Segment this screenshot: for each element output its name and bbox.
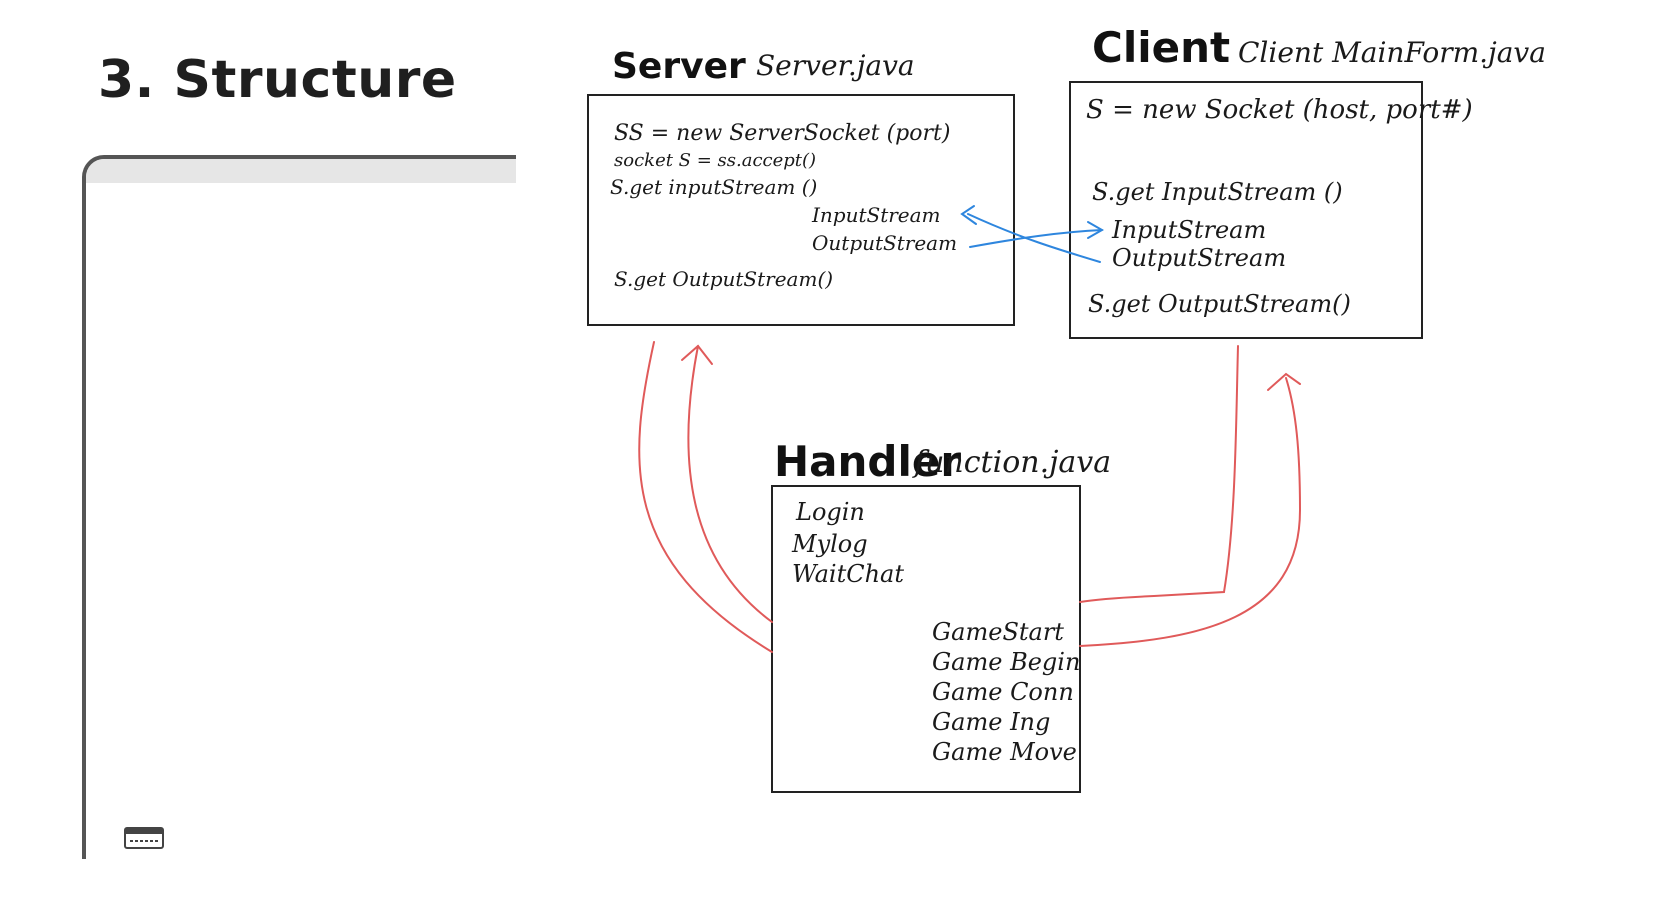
arrow-handler-to-server xyxy=(687,345,773,623)
arrow-handler-to-client xyxy=(1079,377,1302,647)
keyboard-icon[interactable] xyxy=(124,827,164,851)
stream-arrows xyxy=(960,205,1105,263)
client-line: S.get InputStream () xyxy=(1092,178,1343,206)
handler-item: Game Ing xyxy=(932,708,1050,736)
handler-title: Handler xyxy=(774,437,961,486)
server-line: S.get OutputStream() xyxy=(614,267,833,291)
flow-arrows xyxy=(638,341,1302,653)
handler-item: Mylog xyxy=(791,530,868,558)
client-box xyxy=(1069,81,1423,339)
arrowhead-server-input xyxy=(960,205,977,225)
server-file: Server.java xyxy=(756,49,915,82)
arrow-client-to-handler xyxy=(1079,345,1239,603)
window-header xyxy=(86,159,516,183)
handler-file: function.java xyxy=(912,445,1111,480)
handler-item: Game Begin xyxy=(932,648,1080,676)
arrowhead-to-server xyxy=(681,344,713,365)
client-line: OutputStream xyxy=(1112,244,1286,272)
arrowhead-client-input xyxy=(1087,221,1105,239)
arrowhead-to-client xyxy=(1267,372,1301,391)
page-title: 3. Structure xyxy=(98,50,457,110)
embedded-window-frame xyxy=(82,155,516,859)
server-line: OutputStream xyxy=(812,231,957,255)
handler-item: WaitChat xyxy=(792,560,904,588)
handler-item: Game Conn xyxy=(932,678,1074,706)
client-title: Client xyxy=(1092,23,1230,72)
arrow-client-output-to-server-input xyxy=(967,213,1101,263)
handler-item: Login xyxy=(795,498,865,526)
server-line: socket S = ss.accept() xyxy=(614,150,816,171)
handler-item: GameStart xyxy=(932,618,1064,646)
client-file: Client MainForm.java xyxy=(1238,36,1546,69)
client-line: S.get OutputStream() xyxy=(1088,290,1351,318)
server-line: S.get inputStream () xyxy=(610,175,817,199)
server-line: InputStream xyxy=(811,203,941,227)
client-line: S = new Socket (host, port#) xyxy=(1086,95,1473,125)
server-title: Server xyxy=(612,46,746,87)
client-line: InputStream xyxy=(1111,216,1266,244)
arrow-server-output-to-client-input xyxy=(969,229,1103,248)
arrow-server-to-handler xyxy=(638,341,773,653)
handler-item: Game Move xyxy=(932,738,1077,766)
server-line: SS = new ServerSocket (port) xyxy=(614,121,950,146)
handler-box xyxy=(771,485,1081,793)
server-box xyxy=(587,94,1015,326)
